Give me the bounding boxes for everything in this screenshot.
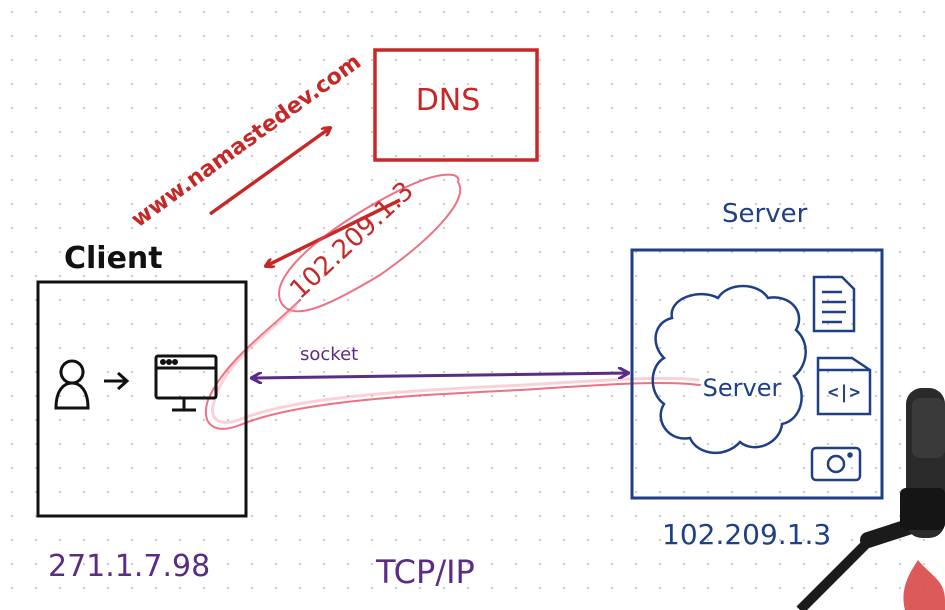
protocol-label: TCP/IP: [375, 553, 475, 591]
request-arrow: [208, 128, 330, 216]
browser-monitor-icon: [154, 354, 218, 412]
dns-label: DNS: [416, 83, 481, 118]
camera-icon: [810, 446, 862, 482]
server-title: Server: [722, 199, 808, 229]
server-node: Server <|>: [630, 248, 884, 500]
server-box: [630, 248, 884, 500]
socket-connection: [252, 373, 628, 378]
client-node: [36, 280, 248, 518]
domain-label: www.namastedev.com: [127, 50, 366, 233]
microphone-image: [796, 388, 945, 610]
arrow-right-icon: [104, 371, 130, 391]
server-ip: 102.209.1.3: [662, 518, 831, 551]
dns-node: DNS: [373, 48, 539, 162]
client-ip: 271.1.7.98: [48, 549, 210, 584]
response-arrow: [266, 198, 401, 266]
dns-box: [373, 48, 539, 162]
highlight-trace: [204, 173, 701, 430]
user-icon: [54, 359, 90, 410]
client-box: [36, 280, 248, 518]
socket-label: socket: [300, 344, 358, 365]
server-cloud: [651, 284, 807, 455]
code-tag-label: <|>: [828, 382, 861, 403]
dns-response-ip: 102.209.1.3: [284, 176, 419, 305]
document-icon: [812, 275, 856, 333]
code-file-icon: <|>: [816, 356, 872, 416]
client-title: Client: [64, 241, 163, 276]
server-cloud-label: Server: [703, 374, 782, 402]
